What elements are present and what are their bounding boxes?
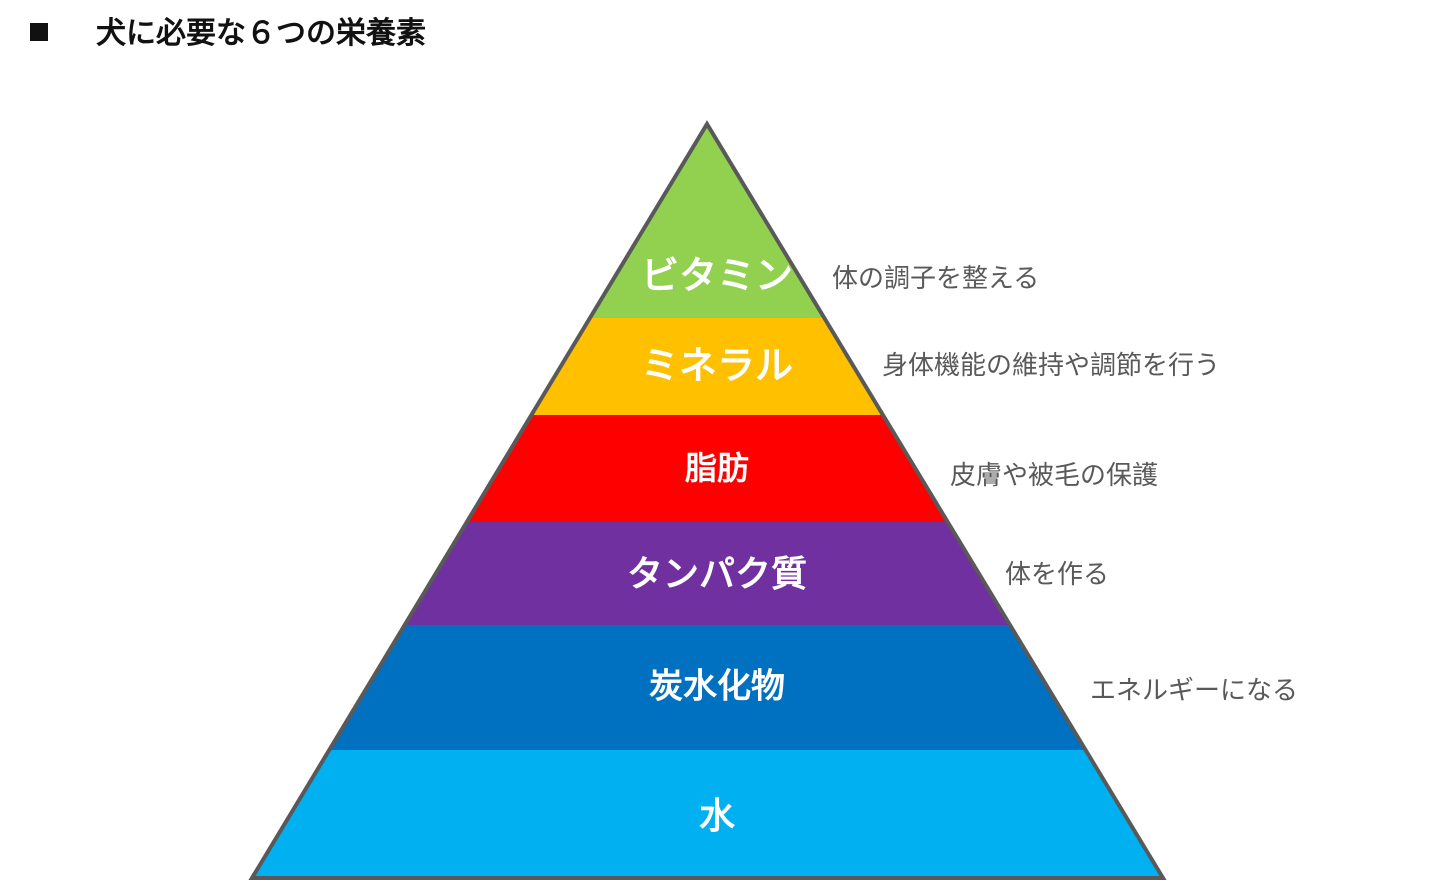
pyramid-label-water: 水 xyxy=(699,796,736,837)
pyramid-band-mineral xyxy=(531,318,883,415)
pyramid-band-water xyxy=(252,750,1163,878)
pyramid-label-protein: タンパク質 xyxy=(627,554,807,595)
pyramid-label-fat: 脂肪 xyxy=(685,449,749,487)
description-vitamin: 体の調子を整える xyxy=(832,264,1040,294)
pyramid-band-fat xyxy=(466,415,948,522)
pyramid-label-mineral: ミネラル xyxy=(641,344,793,388)
description-carbohydrate: エネルギーになる xyxy=(1090,676,1299,706)
description-mineral: 身体機能の維持や調節を行う xyxy=(882,351,1221,381)
pyramid-band-protein xyxy=(404,522,1010,625)
pyramid-label-vitamin: ビタミン xyxy=(641,254,793,298)
pyramid-band-vitamin xyxy=(589,124,825,318)
description-protein: 体を作る xyxy=(1005,560,1110,590)
page-title: 犬に必要な６つの栄養素 xyxy=(30,8,426,52)
title-text: 犬に必要な６つの栄養素 xyxy=(96,16,426,51)
pyramid-outline xyxy=(248,120,1167,880)
title-bullet-icon xyxy=(30,23,48,41)
description-fat: 皮膚や被毛の保護 xyxy=(950,461,1159,491)
pyramid-band-carbohydrate xyxy=(329,625,1086,750)
pyramid-label-carbohydrate: 炭水化物 xyxy=(649,667,785,707)
